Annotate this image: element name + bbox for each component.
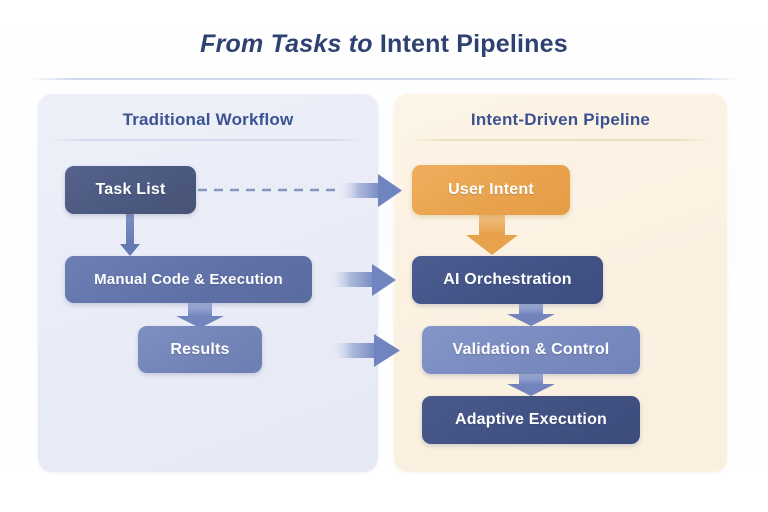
node-user-intent-label: User Intent bbox=[448, 181, 534, 198]
panel-left-divider bbox=[54, 139, 362, 141]
node-task-list-label: Task List bbox=[95, 181, 166, 198]
node-validation-control[interactable]: Validation & Control bbox=[422, 326, 640, 374]
node-results[interactable]: Results bbox=[138, 326, 262, 373]
node-user-intent[interactable]: User Intent bbox=[412, 165, 570, 215]
title-divider bbox=[30, 78, 738, 80]
node-results-label: Results bbox=[170, 340, 230, 358]
title-italic-part: From Tasks to bbox=[200, 30, 380, 58]
page-title: From Tasks to Intent Pipelines bbox=[0, 30, 768, 59]
node-manual-code-execution[interactable]: Manual Code & Execution bbox=[65, 256, 312, 303]
node-manual-code-execution-label: Manual Code & Execution bbox=[94, 271, 283, 288]
node-ai-orchestration[interactable]: AI Orchestration bbox=[412, 256, 603, 304]
title-roman-part: Intent Pipelines bbox=[379, 30, 568, 58]
node-task-list[interactable]: Task List bbox=[65, 166, 196, 214]
node-adaptive-execution[interactable]: Adaptive Execution bbox=[422, 396, 640, 444]
panel-right-header: Intent-Driven Pipeline bbox=[470, 110, 651, 129]
panel-right-divider bbox=[410, 139, 711, 141]
node-validation-control-label: Validation & Control bbox=[452, 341, 610, 358]
panel-left-header: Traditional Workflow bbox=[122, 110, 294, 129]
node-ai-orchestration-label: AI Orchestration bbox=[443, 271, 572, 288]
node-adaptive-execution-label: Adaptive Execution bbox=[454, 411, 608, 428]
